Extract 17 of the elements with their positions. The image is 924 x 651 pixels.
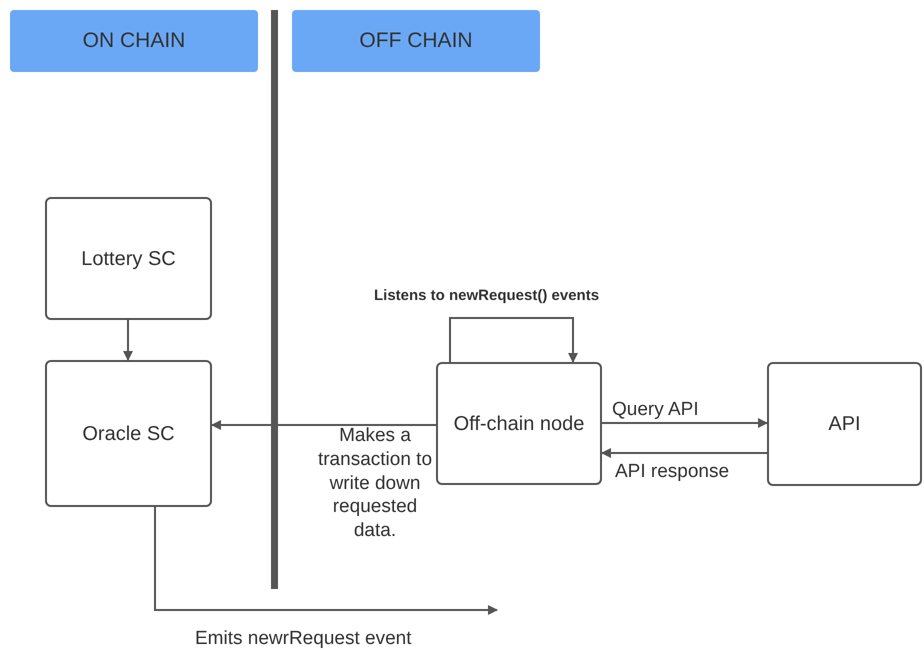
process-box: API <box>767 362 922 486</box>
process-box: Lottery SC <box>45 197 212 320</box>
region-header: ON CHAIN <box>10 10 258 72</box>
edge-label: API response <box>615 460 730 484</box>
process-box: Oracle SC <box>45 360 212 507</box>
edge-label: Emits newrRequest event <box>195 627 412 651</box>
edge-label: Makes a transaction to write down requested data. <box>316 424 434 543</box>
region-header: OFF CHAIN <box>292 10 540 72</box>
arrow <box>154 507 498 615</box>
arrow <box>602 418 768 428</box>
arrow <box>211 420 436 430</box>
edge-label: Query API <box>612 398 699 422</box>
arrow <box>601 448 767 458</box>
arrow <box>123 320 133 361</box>
process-box: Off-chain node <box>436 362 602 485</box>
arrow <box>449 317 578 363</box>
edge-label: Listens to newRequest() events <box>374 287 600 306</box>
